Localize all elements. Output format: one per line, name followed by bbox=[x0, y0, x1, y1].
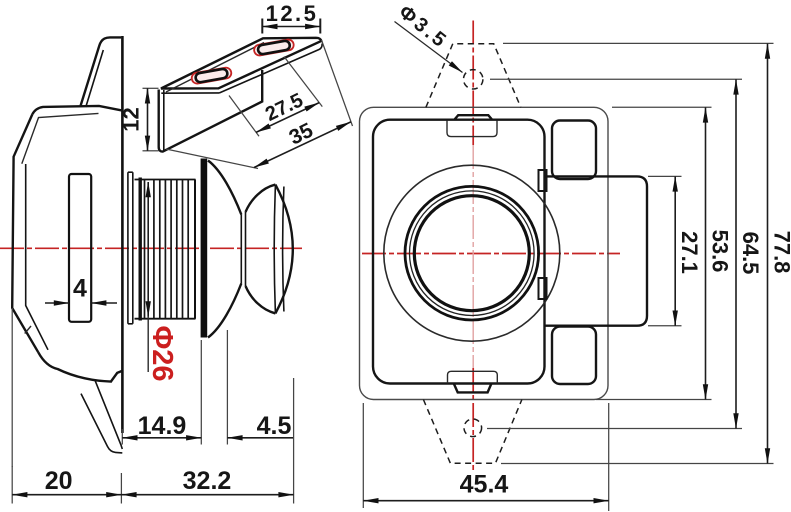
svg-text:53.6: 53.6 bbox=[708, 230, 733, 273]
svg-text:32.2: 32.2 bbox=[183, 467, 232, 495]
svg-text:27.1: 27.1 bbox=[677, 231, 702, 274]
svg-text:45.4: 45.4 bbox=[460, 471, 509, 499]
svg-text:Φ26: Φ26 bbox=[146, 325, 178, 381]
svg-text:12: 12 bbox=[119, 107, 144, 131]
svg-text:14.9: 14.9 bbox=[138, 412, 187, 440]
svg-text:4: 4 bbox=[73, 275, 87, 303]
svg-text:12.5: 12.5 bbox=[266, 1, 319, 26]
svg-text:77.8: 77.8 bbox=[770, 231, 791, 274]
svg-text:4.5: 4.5 bbox=[257, 412, 292, 440]
svg-text:20: 20 bbox=[45, 467, 73, 495]
svg-text:64.5: 64.5 bbox=[738, 232, 763, 275]
